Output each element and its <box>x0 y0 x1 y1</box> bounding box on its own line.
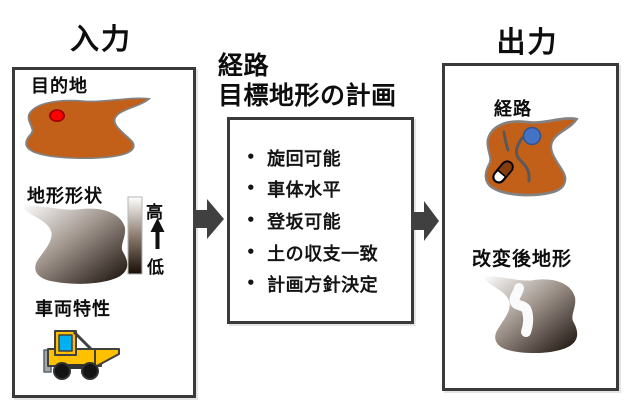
legend-low-label: 低 <box>147 258 164 278</box>
plan-item-label: 車体水平 <box>267 180 342 202</box>
plan-item-label: 登坂可能 <box>267 211 342 233</box>
vehicle-label: 車両特性 <box>35 299 111 320</box>
plan-item: • 土の収支一致 <box>246 237 396 269</box>
plan-title-line2: 目標地形の計画 <box>218 81 397 110</box>
plan-title: 経路 目標地形の計画 <box>218 51 428 111</box>
plan-list: • 旋回可能 • 車体水平 • 登坂可能 • 土の収支一致 • 計画方針決定 <box>246 142 396 300</box>
input-heading: 入力 <box>69 22 132 56</box>
plan-item: • 登坂可能 <box>246 205 396 237</box>
route-label: 経路 <box>494 99 532 120</box>
legend-high-label: 高 <box>146 203 163 223</box>
plan-item-label: 土の収支一致 <box>267 243 379 265</box>
plan-item: • 旋回可能 <box>246 142 396 174</box>
bullet-icon: • <box>246 274 257 293</box>
plan-item: • 計画方針決定 <box>246 268 396 300</box>
plan-item: • 車体水平 <box>246 174 396 206</box>
bullet-icon: • <box>246 210 257 229</box>
plan-item-label: 計画方針決定 <box>267 275 379 297</box>
bullet-icon: • <box>246 242 257 261</box>
terrain-shape-label: 地形形状 <box>27 186 103 207</box>
destination-label: 目的地 <box>31 76 88 97</box>
flow-arrow-right-icon <box>411 201 439 241</box>
flow-arrow-left-icon <box>193 199 224 239</box>
bullet-icon: • <box>246 179 257 198</box>
output-heading: 出力 <box>496 25 559 59</box>
plan-title-line1: 経路 <box>218 51 270 80</box>
modified-terrain-label: 改変後地形 <box>472 248 573 270</box>
input-panel <box>12 67 196 398</box>
plan-panel <box>227 117 414 324</box>
bullet-icon: • <box>246 147 257 166</box>
plan-item-label: 旋回可能 <box>267 148 342 170</box>
